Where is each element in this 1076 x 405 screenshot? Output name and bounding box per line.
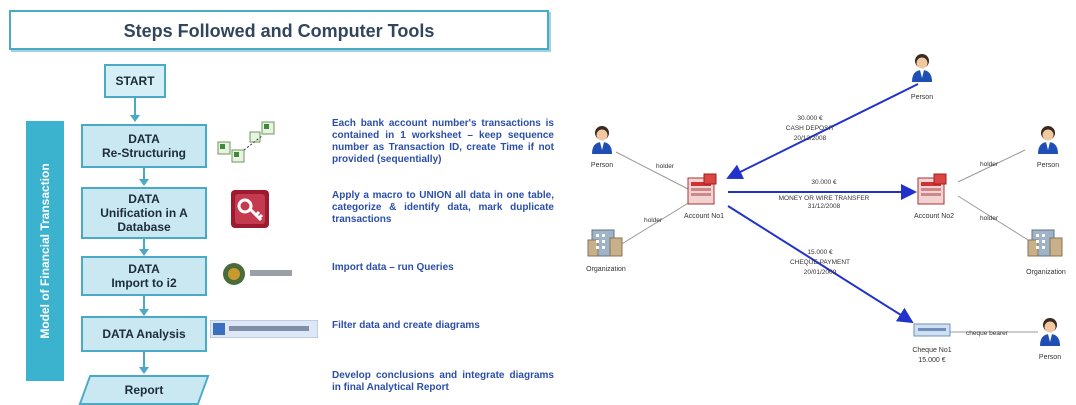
step-restructuring: DATA Re-Structuring <box>81 124 207 168</box>
holder-label: holder <box>980 215 999 222</box>
wire-type-label: MONEY OR WIRE TRANSFER <box>779 195 870 202</box>
flow-arrow <box>139 239 149 256</box>
flow-arrow <box>139 296 149 316</box>
cheque-payment-type-label: CHEQUE PAYMENT <box>790 259 850 266</box>
flow-arrow <box>130 98 140 122</box>
person-right-label: Person <box>1037 162 1059 169</box>
cash-amount-label: 30.000 € <box>797 115 823 122</box>
cheque-holder-label: cheque bearer <box>966 330 1009 337</box>
holder-link <box>619 201 691 246</box>
flow-arrow <box>139 352 149 374</box>
cheque-payment-link <box>727 205 914 324</box>
person-top-label: Person <box>911 94 933 101</box>
person-left-label: Person <box>591 162 613 169</box>
person-icon <box>1038 126 1058 154</box>
account2-label: Account No2 <box>914 213 954 220</box>
page-title: Steps Followed and Computer Tools <box>123 21 435 41</box>
description-analysis: Filter data and create diagrams <box>332 320 480 331</box>
account1-label: Account No1 <box>684 213 724 220</box>
flow-arrow <box>139 168 149 186</box>
holder-label: holder <box>980 161 999 168</box>
excel-sheets-icon <box>217 121 275 163</box>
cash-type-label: CASH DEPOSIT <box>786 125 834 132</box>
i2-import-icon <box>223 263 292 285</box>
link-chart: Person Person Person Person Account No1 … <box>586 54 1066 364</box>
step-analysis: DATA Analysis <box>81 316 207 352</box>
holder-label: holder <box>656 163 675 170</box>
cash-deposit-link <box>726 83 919 179</box>
description-restructuring: Each bank account number's transactions … <box>332 118 554 165</box>
wire-date-label: 31/12/2008 <box>808 203 841 210</box>
person-bottom-label: Person <box>1039 354 1061 361</box>
holder-link <box>957 149 1026 183</box>
start-step: START <box>104 64 166 98</box>
report-label: Report <box>124 383 164 397</box>
analyst-notebook-toolbar-icon <box>210 320 318 338</box>
step-line: Import to i2 <box>111 276 177 290</box>
step-import: DATA Import to i2 <box>81 256 207 296</box>
person-icon <box>1040 318 1060 346</box>
step-line: DATA <box>128 262 160 276</box>
step-line: DATA <box>128 132 160 146</box>
step-line: Database <box>117 220 171 234</box>
step-line: DATA <box>128 192 160 206</box>
person-icon <box>912 54 932 82</box>
cheque-label: Cheque No1 <box>912 347 951 354</box>
organization-icon <box>1027 229 1063 257</box>
cheque-icon <box>913 323 951 337</box>
holder-link <box>615 151 691 191</box>
account-icon <box>917 173 947 205</box>
org-left-label: Organization <box>586 266 626 273</box>
side-label: Model of Financial Transaction <box>38 163 52 339</box>
description-unification: Apply a macro to UNION all data in one t… <box>332 190 554 225</box>
title-box: Steps Followed and Computer Tools <box>9 10 549 50</box>
model-side-band <box>26 121 64 381</box>
person-icon <box>592 126 612 154</box>
cheque-amount-label: 15.000 € <box>918 357 945 364</box>
step-unification: DATA Unification in A Database <box>81 187 207 239</box>
description-import: Import data – run Queries <box>332 262 454 273</box>
account-icon <box>687 173 717 205</box>
wire-amount-label: 30.000 € <box>811 179 837 186</box>
start-label: START <box>115 74 155 88</box>
holder-link <box>957 195 1029 241</box>
org-right-label: Organization <box>1026 269 1066 276</box>
step-line: Unification in A <box>100 206 188 220</box>
step-line: Re-Structuring <box>102 146 186 160</box>
cash-date-label: 20/12/2008 <box>794 135 827 142</box>
description-report: Develop conclusions and integrate diagra… <box>332 370 554 393</box>
cheque-payment-date-label: 20/01/2009 <box>804 269 837 276</box>
holder-label: holder <box>644 217 663 224</box>
organization-icon <box>587 229 623 257</box>
access-key-icon <box>231 190 269 228</box>
cheque-payment-amount-label: 15.000 € <box>807 249 833 256</box>
step-line: DATA Analysis <box>102 327 186 341</box>
